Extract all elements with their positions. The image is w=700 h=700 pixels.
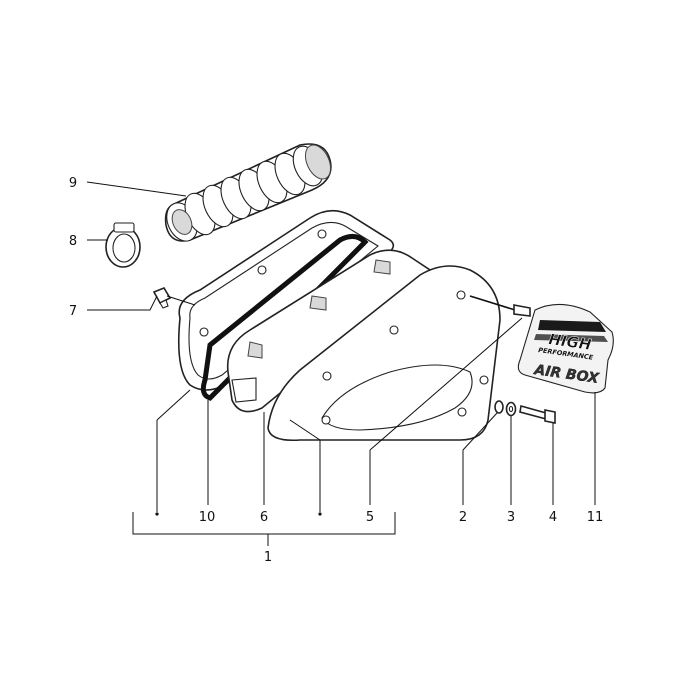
decal-part-11: HIGH PERFORMANCE AIR BOX <box>517 303 614 394</box>
callout-11: 11 <box>587 510 604 525</box>
leader-lines <box>86 181 596 546</box>
intake-hose-part-9 <box>164 143 332 242</box>
callout-5: 5 <box>366 510 374 525</box>
airbox-housing <box>177 209 395 391</box>
callout-2: 2 <box>459 510 467 525</box>
clip-part-7 <box>152 287 172 309</box>
callout-3: 3 <box>507 510 515 525</box>
outer-cover <box>267 265 501 442</box>
callout-1: 1 <box>264 550 272 565</box>
washer-part-2 <box>494 400 504 414</box>
hose-clamp-part-8 <box>105 222 141 268</box>
callout-6: 6 <box>260 510 268 525</box>
callout-labels: 9 8 7 10 6 5 2 3 4 11 1 <box>69 176 603 565</box>
washer-part-3 <box>505 401 517 417</box>
callout-4: 4 <box>549 510 557 525</box>
callout-10: 10 <box>199 510 216 525</box>
callout-9: 9 <box>69 176 77 191</box>
screw-part-5 <box>469 295 531 317</box>
bolt-part-4 <box>519 404 556 424</box>
callout-8: 8 <box>69 234 77 249</box>
filter-element-part-6 <box>226 249 432 413</box>
callout-7: 7 <box>69 304 77 319</box>
